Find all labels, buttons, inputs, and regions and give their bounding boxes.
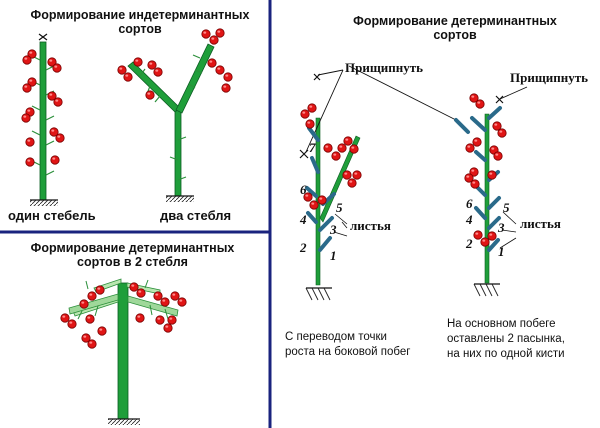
leaf-number-5-right: 5 <box>503 200 510 215</box>
leaf-number-1-right: 1 <box>498 244 505 259</box>
plant-determinate-left <box>299 69 362 301</box>
panel-determinate-title: Формирование детерминантных сортов <box>335 14 575 42</box>
leaf-number-4-right: 4 <box>466 212 473 227</box>
leaf-number-6-right: 6 <box>466 196 473 211</box>
plant-one-stem <box>21 33 65 206</box>
leaves-label-left: листья <box>350 218 391 233</box>
panel-determinate-two-stems-title-line1: Формирование детерминантных <box>30 241 235 255</box>
panel-indeterminate-title: Формирование индетерминантных сортов <box>30 8 250 36</box>
panel-determinate-title-line1: Формирование детерминантных <box>353 14 557 28</box>
leaf-number-2-right: 2 <box>466 236 473 251</box>
caption-right-line1: На основном побеге <box>447 318 556 330</box>
panel-determinate-two-stems-title-line2: сортов в 2 стебля <box>77 255 188 269</box>
label-two-stems: два стебля <box>160 208 232 223</box>
plant-determinate-two-stems <box>60 278 187 425</box>
caption-left-line1: С переводом точки <box>285 331 387 343</box>
leaf-number-3: 3 <box>330 222 337 237</box>
pinch-label-right: Прищипнуть <box>510 70 589 85</box>
leaf-number-4: 4 <box>300 212 307 227</box>
panel-determinate-title-line2: сортов <box>433 28 477 42</box>
leaf-number-6: 6 <box>300 182 307 197</box>
leaf-number-3-right: 3 <box>498 220 505 235</box>
caption-left: С переводом точки роста на боковой побег <box>285 330 410 360</box>
caption-right: На основном побеге оставлены 2 пасынка, … <box>447 317 565 362</box>
leaf-number-1: 1 <box>330 248 337 263</box>
panel-indeterminate-title-line1: Формирование индетерминантных <box>30 8 250 22</box>
caption-left-line2: роста на боковой побег <box>285 346 411 358</box>
panel-indeterminate-title-line2: сортов <box>118 22 162 36</box>
plant-determinate-right <box>348 65 528 297</box>
leaf-number-7: 7 <box>309 140 316 155</box>
label-one-stem: один стебель <box>8 208 96 223</box>
leaf-number-5: 5 <box>336 200 343 215</box>
plant-two-stems <box>117 28 233 202</box>
caption-right-line3: на них по одной кисти <box>447 348 565 360</box>
panel-determinate-two-stems-title: Формирование детерминантных сортов в 2 с… <box>10 241 255 269</box>
pinch-label-left: Прищипнуть <box>345 60 424 75</box>
leaves-label-right: листья <box>520 216 561 231</box>
caption-right-line2: оставлены 2 пасынка, <box>447 333 565 345</box>
leaf-number-2: 2 <box>300 240 307 255</box>
